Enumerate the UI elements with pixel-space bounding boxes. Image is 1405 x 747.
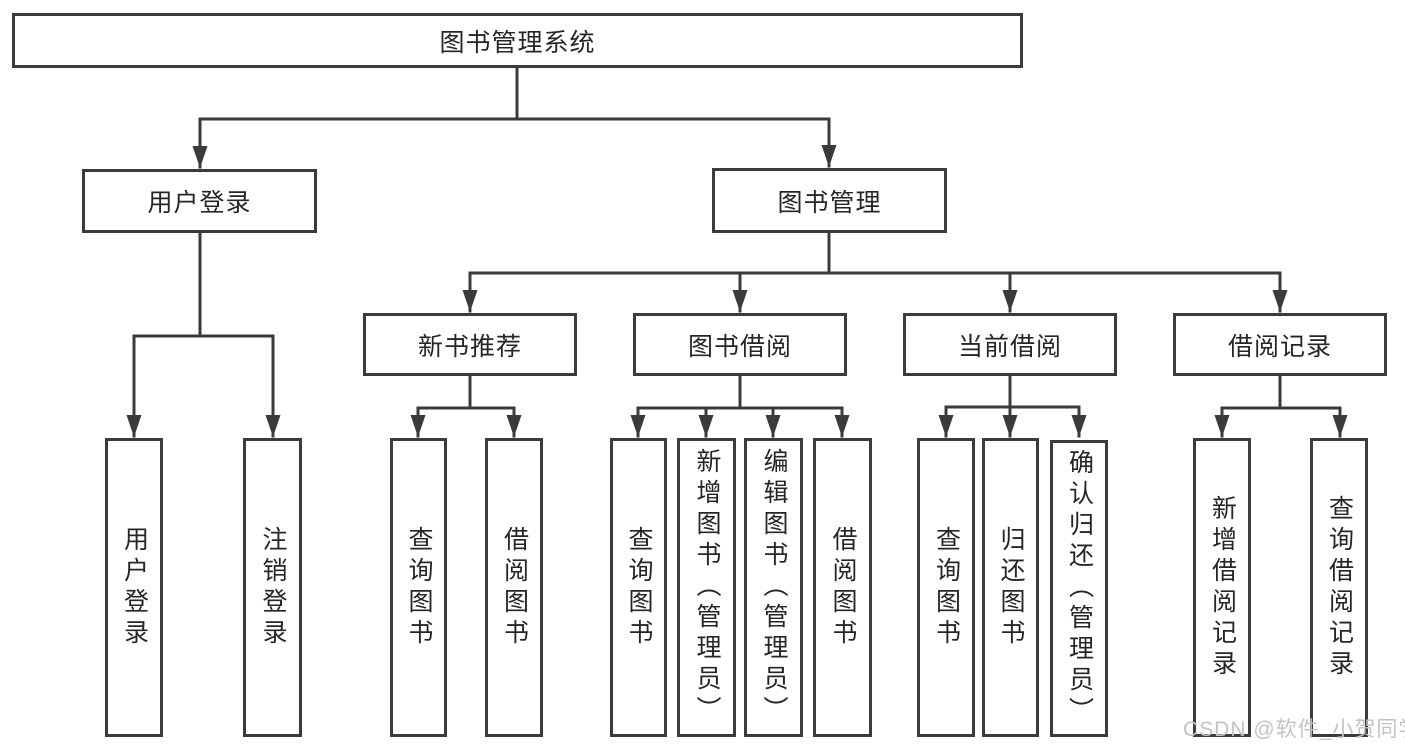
leaf-confirm-return-admin: 确认归还（管理员） xyxy=(1050,440,1108,737)
leaf-logout: 注销登录 xyxy=(243,438,302,737)
leaf-label: 编辑图书（管理员） xyxy=(760,448,788,727)
leaf-query-books: 查询图书 xyxy=(610,438,667,737)
node-label: 图书管理 xyxy=(777,188,882,217)
leaf-query-borrow-record: 查询借阅记录 xyxy=(1310,438,1368,737)
node-label: 图书管理系统 xyxy=(439,28,596,57)
leaf-label: 查询图书 xyxy=(625,525,653,650)
node-book-management: 图书管理 xyxy=(712,168,947,233)
leaf-label: 用户登录 xyxy=(120,525,149,650)
leaf-query-books: 查询图书 xyxy=(917,438,975,737)
node-current-borrowing: 当前借阅 xyxy=(903,313,1117,376)
node-label: 新书推荐 xyxy=(417,332,522,361)
node-label: 用户登录 xyxy=(147,189,252,217)
leaf-user-login: 用户登录 xyxy=(105,438,163,737)
node-label: 图书借阅 xyxy=(687,332,792,361)
node-user-login: 用户登录 xyxy=(82,169,317,233)
leaf-label: 查询图书 xyxy=(405,525,433,650)
leaf-add-borrow-record: 新增借阅记录 xyxy=(1193,438,1251,737)
leaf-edit-books-admin: 编辑图书（管理员） xyxy=(744,438,803,737)
leaf-return-books: 归还图书 xyxy=(982,438,1039,737)
leaf-label: 查询借阅记录 xyxy=(1325,494,1354,681)
leaf-label: 归还图书 xyxy=(997,525,1025,650)
leaf-label: 注销登录 xyxy=(259,525,287,650)
leaf-label: 确认归还（管理员） xyxy=(1065,449,1094,728)
leaf-label: 借阅图书 xyxy=(829,525,857,650)
node-library-management-system: 图书管理系统 xyxy=(12,13,1023,68)
node-label: 当前借阅 xyxy=(957,332,1062,361)
leaf-label: 新增借阅记录 xyxy=(1208,494,1237,681)
node-book-borrowing: 图书借阅 xyxy=(633,313,847,376)
node-new-book-recommendation: 新书推荐 xyxy=(363,313,577,376)
node-borrowing-records: 借阅记录 xyxy=(1173,313,1387,376)
leaf-borrow-books: 借阅图书 xyxy=(485,438,543,737)
leaf-query-books: 查询图书 xyxy=(390,438,447,737)
leaf-borrow-books: 借阅图书 xyxy=(813,438,872,737)
leaf-add-books-admin: 新增图书（管理员） xyxy=(677,438,736,737)
node-label: 借阅记录 xyxy=(1227,332,1332,361)
watermark: CSDN @软件_小贺同学 xyxy=(1183,718,1405,741)
leaf-label: 新增图书（管理员） xyxy=(693,448,721,727)
leaf-label: 借阅图书 xyxy=(500,525,529,650)
leaf-label: 查询图书 xyxy=(932,525,961,650)
